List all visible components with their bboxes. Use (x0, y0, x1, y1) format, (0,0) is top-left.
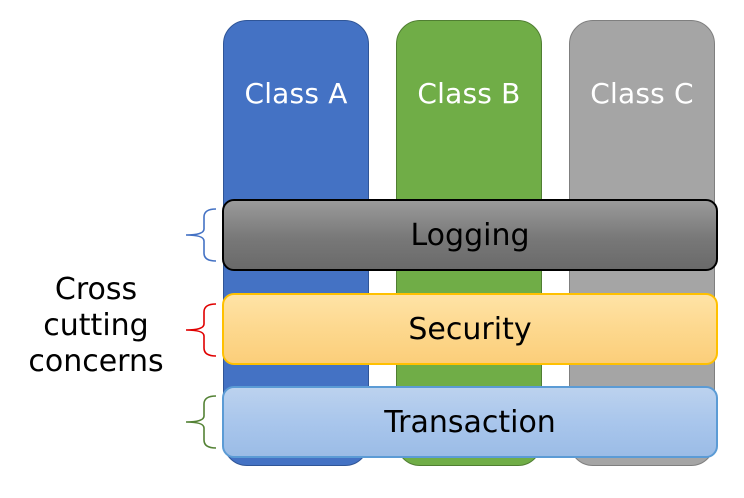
security-band: Security (222, 293, 718, 365)
class-b-label: Class B (417, 77, 521, 110)
security-brace-icon (185, 303, 217, 357)
concerns-line-3: concerns (28, 344, 164, 379)
class-a-label: Class A (244, 77, 348, 110)
transaction-band: Transaction (222, 386, 718, 458)
class-c-label: Class C (590, 77, 694, 110)
transaction-label: Transaction (384, 404, 556, 440)
cross-cutting-concerns-label: Cross cutting concerns (20, 272, 172, 380)
concerns-line-1: Cross (54, 272, 138, 307)
transaction-brace-icon (185, 395, 217, 449)
logging-label: Logging (410, 217, 530, 253)
logging-band: Logging (222, 199, 718, 271)
security-label: Security (408, 311, 532, 347)
logging-brace-icon (185, 208, 217, 262)
concerns-line-2: cutting (43, 308, 149, 343)
